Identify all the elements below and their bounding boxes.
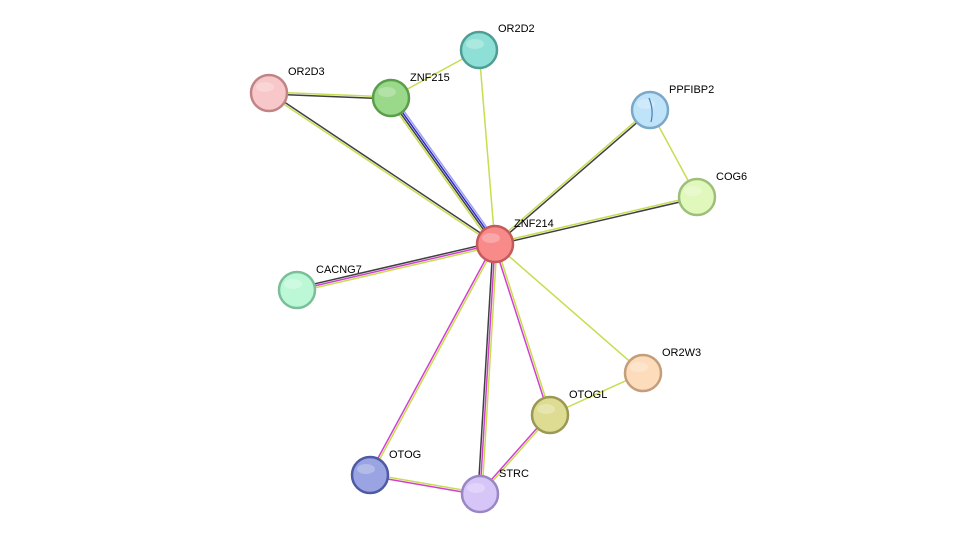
node-label-otog: OTOG	[389, 449, 421, 461]
node-highlight-znf214	[482, 233, 500, 243]
node-highlight-otog	[357, 464, 375, 474]
edge-znf214-or2d2-line-0[interactable]	[478, 49, 496, 245]
node-circle-cog6[interactable]	[677, 177, 717, 217]
node-label-or2d3: OR2D3	[288, 66, 325, 78]
node-cacng7[interactable]: CACNG7	[277, 264, 362, 310]
edge-znf214-or2d3-line-0[interactable]	[268, 93, 495, 246]
node-circle-or2d2[interactable]	[459, 30, 499, 70]
node-znf214[interactable]: ZNF214	[475, 218, 554, 264]
node-highlight-or2d3	[256, 82, 274, 92]
edge-znf214-cog6-line-1[interactable]	[495, 197, 698, 246]
edge-or2d3-znf215-line-1[interactable]	[268, 93, 391, 100]
edge-znf214-cacng7-line-1[interactable]	[296, 243, 496, 291]
node-label-cog6: COG6	[716, 171, 747, 183]
node-circle-znf215[interactable]	[371, 78, 411, 118]
edge-layer	[268, 49, 698, 496]
node-or2w3[interactable]: OR2W3	[623, 347, 701, 393]
edge-znf214-ppfibp2-line-0[interactable]	[493, 108, 650, 244]
node-label-ppfibp2: PPFIBP2	[669, 84, 714, 96]
node-highlight-znf215	[378, 87, 396, 97]
node-circle-strc[interactable]	[460, 474, 500, 514]
edge-znf214-znf215-line-2[interactable]	[391, 96, 497, 244]
edge-znf214-otogl-line-0[interactable]	[495, 243, 552, 415]
edge-znf214-otog-line-0[interactable]	[370, 244, 497, 476]
edge-znf214-otog-line-1[interactable]	[368, 243, 495, 475]
edge-or2d3-znf215-line-0[interactable]	[269, 91, 392, 98]
node-circle-cacng7[interactable]	[277, 270, 317, 310]
structure-glyph-icon	[648, 97, 653, 123]
node-label-or2w3: OR2W3	[662, 347, 701, 359]
node-or2d2[interactable]: OR2D2	[459, 23, 535, 70]
edge-znf214-cog6-line-0[interactable]	[494, 195, 697, 244]
edge-znf214-strc-line-1[interactable]	[479, 243, 496, 495]
node-label-or2d2: OR2D2	[498, 23, 535, 35]
node-circle-or2w3[interactable]	[623, 353, 663, 393]
node-otogl[interactable]: OTOGL	[530, 389, 607, 435]
node-cog6[interactable]: COG6	[677, 171, 747, 217]
edge-znf214-strc-line-0[interactable]	[481, 244, 498, 495]
edge-znf214-otogl-line-1[interactable]	[493, 244, 550, 416]
node-highlight-cog6	[684, 186, 702, 196]
node-circle-znf214[interactable]	[475, 224, 515, 264]
node-or2d3[interactable]: OR2D3	[249, 66, 325, 113]
node-label-otogl: OTOGL	[569, 389, 607, 401]
node-circle-or2d3[interactable]	[249, 73, 289, 113]
node-label-cacng7: CACNG7	[316, 264, 362, 276]
node-circle-otogl[interactable]	[530, 395, 570, 435]
edge-znf214-cacng7-line-2[interactable]	[296, 241, 495, 289]
edge-znf214-or2w3-line-0[interactable]	[494, 243, 644, 374]
edge-znf214-znf215-line-3[interactable]	[392, 95, 499, 243]
edge-znf214-znf215-line-1[interactable]	[389, 98, 495, 246]
edge-znf214-znf215-line-0[interactable]	[387, 99, 494, 247]
edge-znf214-ppfibp2-line-1[interactable]	[495, 110, 652, 246]
node-otog[interactable]: OTOG	[350, 449, 421, 495]
node-strc[interactable]: STRC	[460, 468, 529, 514]
node-circle-ppfibp2[interactable]	[630, 90, 670, 130]
node-highlight-strc	[467, 483, 485, 493]
node-highlight-or2d2	[466, 39, 484, 49]
edge-znf214-cacng7-line-0[interactable]	[297, 245, 496, 293]
node-label-strc: STRC	[499, 468, 529, 480]
edge-znf214-strc-line-2[interactable]	[477, 243, 494, 494]
node-ppfibp2[interactable]: PPFIBP2	[630, 84, 714, 130]
node-label-znf215: ZNF215	[410, 72, 450, 84]
node-znf215[interactable]: ZNF215	[371, 72, 450, 118]
node-highlight-cacng7	[284, 279, 302, 289]
node-circle-otog[interactable]	[350, 455, 390, 495]
edge-znf214-or2d3-line-1[interactable]	[269, 91, 496, 244]
node-highlight-otogl	[537, 404, 555, 414]
node-highlight-or2w3	[630, 362, 648, 372]
node-label-znf214: ZNF214	[514, 218, 554, 230]
